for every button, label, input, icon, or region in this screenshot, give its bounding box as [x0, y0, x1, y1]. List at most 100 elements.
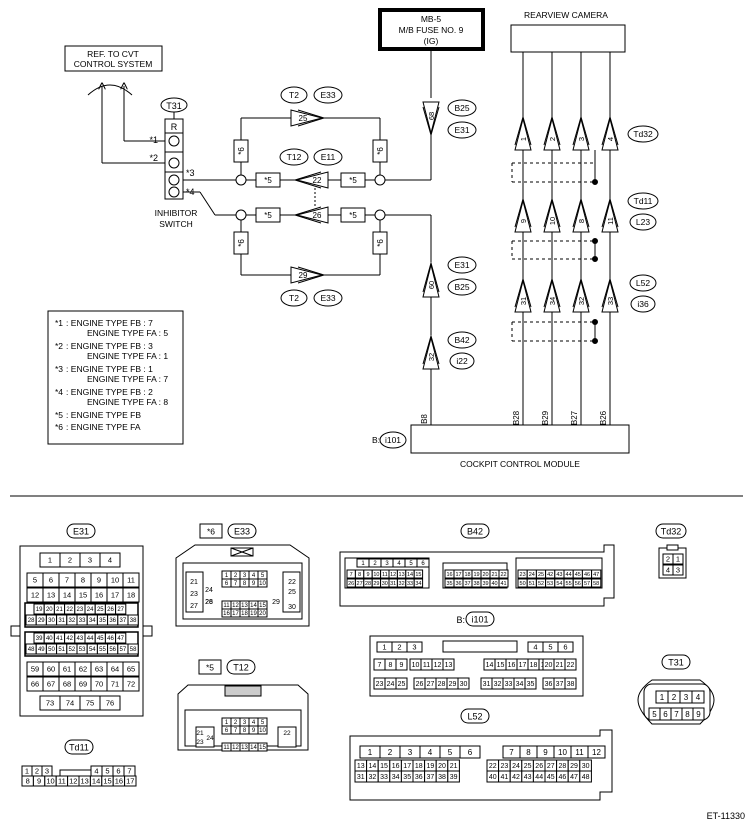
svg-text:Td11: Td11 [69, 743, 89, 753]
svg-text:35: 35 [446, 581, 452, 587]
svg-text:4: 4 [108, 556, 112, 565]
svg-text:58: 58 [130, 647, 137, 653]
svg-text:36: 36 [545, 681, 553, 688]
svg-text:58: 58 [593, 581, 599, 587]
ref-cvt-box: REF. TO CVT CONTROL SYSTEM [64, 45, 163, 72]
svg-text:28: 28 [205, 599, 213, 606]
svg-text:27: 27 [190, 603, 198, 610]
svg-text:1: 1 [225, 573, 229, 579]
circle-i36: i36 [630, 295, 656, 313]
svg-text:10: 10 [412, 662, 420, 669]
svg-text:*5: *5 [349, 211, 357, 220]
svg-text:18: 18 [241, 611, 248, 617]
svg-text:6: 6 [563, 643, 567, 652]
svg-text:17: 17 [111, 591, 119, 600]
svg-text:1: 1 [676, 555, 680, 564]
mb5-line3: (IG) [424, 36, 439, 46]
svg-text:i22: i22 [456, 356, 468, 366]
svg-text:4: 4 [696, 693, 701, 702]
svg-text:34: 34 [415, 581, 421, 587]
svg-text:3: 3 [577, 137, 586, 141]
svg-text:68: 68 [63, 680, 71, 689]
svg-text:38: 38 [567, 681, 575, 688]
svg-text:*6: *6 [207, 527, 215, 537]
svg-text:67: 67 [47, 680, 55, 689]
mark-s1: *1 [149, 135, 158, 145]
camera-pin-8: 8 [572, 197, 590, 233]
svg-text:25: 25 [288, 589, 296, 596]
svg-text:2: 2 [373, 561, 377, 567]
circle-b42: B42 [447, 331, 477, 349]
svg-text:11: 11 [423, 662, 430, 669]
svg-text:6: 6 [225, 728, 229, 734]
svg-text:B25: B25 [454, 282, 469, 292]
pin-22-triangle: 22 [293, 171, 329, 189]
svg-text:11: 11 [606, 217, 615, 225]
svg-text:33: 33 [380, 774, 388, 781]
svg-text:13: 13 [81, 777, 89, 786]
svg-text:33: 33 [606, 297, 615, 305]
svg-text:18: 18 [464, 572, 470, 578]
svg-text:3: 3 [408, 748, 413, 757]
svg-text:27: 27 [547, 763, 555, 770]
svg-text:13: 13 [47, 591, 55, 600]
svg-text:5: 5 [261, 573, 265, 579]
svg-text:17: 17 [519, 662, 527, 669]
svg-text:47: 47 [117, 636, 124, 642]
svg-text:66: 66 [31, 680, 39, 689]
svg-text:1: 1 [660, 693, 665, 702]
svg-text:7: 7 [378, 662, 382, 669]
svg-text:4: 4 [397, 561, 401, 567]
camera-pin-3: 3 [572, 115, 590, 151]
svg-text:22: 22 [567, 662, 575, 669]
svg-text:8: 8 [243, 728, 247, 734]
svg-text:23: 23 [501, 763, 509, 770]
note-5: *5: ENGINE TYPE FB [55, 410, 141, 420]
svg-text:22: 22 [66, 607, 73, 613]
svg-text:31: 31 [58, 618, 65, 624]
svg-text:B42: B42 [467, 527, 483, 537]
svg-text:43: 43 [556, 572, 562, 578]
box-s5-1: *5 [255, 172, 281, 188]
svg-text:47: 47 [593, 572, 599, 578]
svg-text:6: 6 [116, 767, 120, 776]
cockpit-control-module-label: COCKPIT CONTROL MODULE [460, 459, 580, 469]
svg-text:15: 15 [380, 763, 388, 770]
svg-text:39: 39 [482, 581, 488, 587]
svg-text:38: 38 [438, 774, 446, 781]
svg-text:32: 32 [69, 618, 76, 624]
camera-pin-9: 9 [514, 197, 532, 233]
circle-td32: Td32 [627, 125, 659, 143]
wire-b27: B27 [570, 410, 579, 425]
svg-text:4: 4 [606, 137, 615, 141]
svg-text:43: 43 [524, 774, 532, 781]
svg-text:3: 3 [676, 566, 680, 575]
svg-text:i36: i36 [637, 299, 649, 309]
svg-text:E31: E31 [454, 125, 469, 135]
svg-text:11: 11 [223, 745, 230, 751]
svg-text:2: 2 [548, 137, 557, 141]
notes-box [47, 310, 184, 445]
svg-text:30: 30 [48, 618, 55, 624]
svg-text:*6: *6 [376, 147, 385, 155]
svg-text:23: 23 [376, 681, 384, 688]
wire-b8: B8 [420, 414, 429, 424]
svg-text:16: 16 [508, 662, 516, 669]
circle-b25-mid: B25 [447, 278, 477, 296]
svg-text:9: 9 [252, 581, 256, 587]
svg-text:9: 9 [366, 572, 369, 578]
svg-text:28: 28 [438, 681, 446, 688]
svg-text:8: 8 [358, 572, 361, 578]
svg-text:Td32: Td32 [633, 129, 653, 139]
svg-text:33: 33 [505, 681, 513, 688]
svg-text:43: 43 [77, 636, 84, 642]
svg-text:20: 20 [482, 572, 488, 578]
svg-text:76: 76 [106, 699, 114, 708]
svg-text:24: 24 [387, 681, 395, 688]
wire-b28: B28 [512, 410, 521, 425]
svg-text:9: 9 [252, 728, 256, 734]
